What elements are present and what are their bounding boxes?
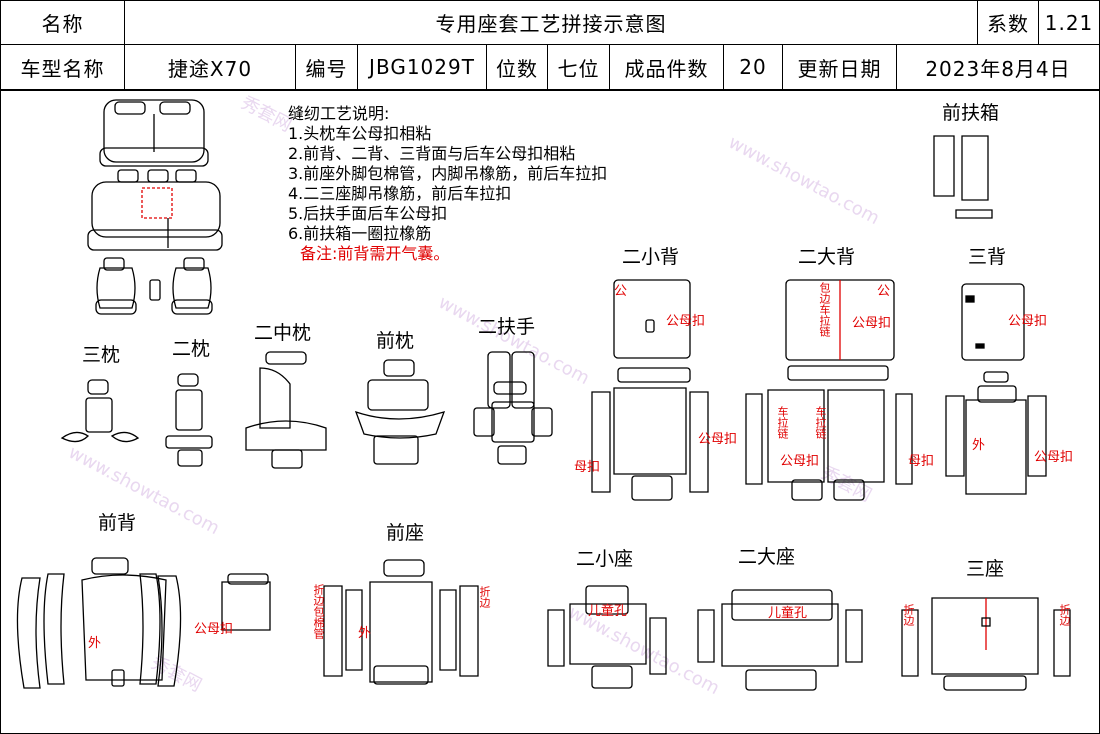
front-back-pieces bbox=[16, 557, 271, 689]
mark-male-female: 公母扣 bbox=[194, 622, 234, 637]
seats-label: 位数 bbox=[486, 44, 548, 90]
label-second-big-seat: 二大座 bbox=[738, 546, 796, 568]
label-second-mid-pillow: 二中枕 bbox=[254, 322, 312, 344]
mark-fold-edge: 折边 bbox=[902, 604, 915, 626]
mark-male-female: 公母扣 bbox=[698, 432, 738, 447]
label-front-seat: 前座 bbox=[386, 522, 425, 544]
note-item: 1.头枕车公母扣相粘 bbox=[288, 124, 432, 143]
model-value: 捷途X70 bbox=[124, 44, 296, 90]
mark-outer: 外 bbox=[972, 438, 986, 453]
label-front-back: 前背 bbox=[98, 512, 137, 534]
notes-remark: 备注:前背需开气囊。 bbox=[300, 244, 450, 263]
code-value: JBG1029T bbox=[357, 44, 487, 90]
second-small-back-pieces bbox=[591, 279, 709, 501]
front-box-pieces bbox=[933, 135, 993, 219]
label-third-back: 三背 bbox=[968, 246, 1007, 268]
label-third-pillow: 三枕 bbox=[82, 344, 121, 366]
mark-male-female: 公母扣 bbox=[1008, 314, 1048, 329]
label-second-small-seat: 二小座 bbox=[576, 548, 634, 570]
label-second-armrest: 二扶手 bbox=[478, 316, 536, 338]
code-label: 编号 bbox=[295, 44, 358, 90]
label-front-box: 前扶箱 bbox=[942, 102, 1000, 124]
label-front-pillow: 前枕 bbox=[376, 330, 415, 352]
coef-value: 1.21 bbox=[1038, 0, 1100, 45]
seats-value: 七位 bbox=[547, 44, 610, 90]
mark-fold-cotton: 折边包棉管 bbox=[312, 584, 325, 639]
armrest-pieces bbox=[473, 351, 553, 465]
second-big-seat-pieces bbox=[697, 589, 863, 691]
date-label: 更新日期 bbox=[782, 44, 897, 90]
header-table: 名称 专用座套工艺拼接示意图 系数 1.21 车型名称 捷途X70 编号 JBG… bbox=[0, 0, 1100, 90]
label-second-pillow: 二枕 bbox=[172, 338, 211, 360]
mark-outer: 外 bbox=[88, 636, 102, 651]
mark-gong: 公 bbox=[877, 284, 891, 299]
mark-car-zip: 车拉链 bbox=[814, 406, 827, 439]
date-value: 2023年8月4日 bbox=[896, 44, 1100, 90]
label-third-seat: 三座 bbox=[966, 558, 1005, 580]
label-second-big-back: 二大背 bbox=[798, 246, 856, 268]
pieces-value: 20 bbox=[723, 44, 783, 90]
notes-title: 缝纫工艺说明: bbox=[288, 104, 390, 123]
note-item: 5.后扶手面后车公母扣 bbox=[288, 204, 448, 223]
mark-female: 母扣 bbox=[908, 454, 935, 469]
label-second-small-back: 二小背 bbox=[622, 246, 680, 268]
mark-child-hole: 儿童孔 bbox=[588, 604, 628, 619]
model-label: 车型名称 bbox=[0, 44, 125, 90]
note-item: 6.前扶箱一圈拉橡筋 bbox=[288, 224, 432, 243]
mark-car-zip: 车拉链 bbox=[776, 406, 789, 439]
coef-label: 系数 bbox=[977, 0, 1039, 45]
mark-male-female: 公母扣 bbox=[1034, 450, 1074, 465]
third-back-pieces bbox=[945, 283, 1047, 495]
third-seat-pieces bbox=[901, 597, 1071, 691]
mark-fold-edge: 折边 bbox=[1058, 604, 1071, 626]
pillow-pieces bbox=[60, 351, 446, 469]
mark-child-hole: 儿童孔 bbox=[768, 606, 808, 621]
pattern-drawing bbox=[16, 99, 1071, 691]
mark-male-female: 公母扣 bbox=[780, 454, 820, 469]
name-label: 名称 bbox=[0, 0, 125, 45]
mark-male-female: 公母扣 bbox=[852, 316, 892, 331]
mark-gong: 公 bbox=[614, 284, 628, 299]
sewing-notes: 缝纫工艺说明: 1.头枕车公母扣相粘 2.前背、二背、三背面与后车公母扣相粘 3… bbox=[288, 104, 607, 264]
mark-male-female: 公母扣 bbox=[666, 314, 706, 329]
second-small-seat-pieces bbox=[547, 585, 667, 689]
seat-overview-drawing bbox=[87, 99, 223, 315]
pieces-label: 成品件数 bbox=[609, 44, 724, 90]
note-item: 4.二三座脚吊橡筋，前后车拉扣 bbox=[288, 184, 512, 203]
mark-fold-edge: 折边 bbox=[478, 586, 491, 608]
front-seat-pieces bbox=[323, 559, 479, 685]
note-item: 3.前座外脚包棉管，内脚吊橡筋，前后车拉扣 bbox=[288, 164, 608, 183]
mark-outer: 外 bbox=[358, 626, 372, 641]
second-big-back-pieces bbox=[745, 279, 913, 501]
note-item: 2.前背、二背、三背面与后车公母扣相粘 bbox=[288, 144, 576, 163]
doc-title: 专用座套工艺拼接示意图 bbox=[124, 0, 978, 45]
mark-female: 母扣 bbox=[574, 460, 601, 475]
mark-wrap-zip: 包边车拉链 bbox=[818, 282, 831, 337]
